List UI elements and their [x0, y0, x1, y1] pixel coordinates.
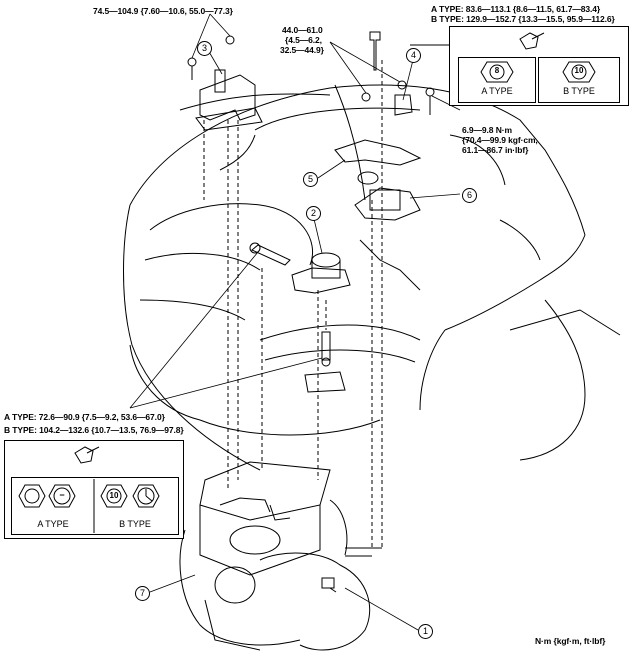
mount-2-insulator [249, 242, 351, 367]
bolt-b-label: B TYPE [563, 86, 595, 96]
mount-4-bracket [361, 31, 435, 116]
bolt-lower-a-mark: − [59, 490, 65, 500]
torque-spec-mount-3: 74.5—104.9 {7.60—10.6, 55.0—77.3} [93, 6, 233, 16]
bolt-type-a-cell: 8 A TYPE [458, 57, 536, 103]
bolt-type-box-lower: − 10 A TYPE B TYPE [4, 440, 184, 539]
torque-spec-mount-4-line3: 32.5—44.9} [280, 45, 324, 55]
torque-spec-lower-b-type: B TYPE: 104.2—132.6 {10.7—13.5, 76.9—97.… [4, 425, 184, 435]
bolt-type-box-top: 8 A TYPE 10 B TYPE [449, 26, 629, 106]
bolt-type-lower-frame [11, 477, 179, 535]
bolt-a-mark: 8 [494, 66, 500, 75]
engine-transaxle-assembly [179, 461, 371, 651]
bolt-heads-lower-icons [18, 484, 160, 508]
bolt-type-b-cell: 10 B TYPE [538, 57, 620, 103]
mount-5-bracket [334, 139, 422, 185]
alignment-dashed-lines [203, 60, 383, 550]
callout-4: 4 [406, 48, 421, 63]
mount-6-bracket [354, 187, 421, 221]
vehicle-body-outline [123, 84, 621, 471]
bolt-a-label: A TYPE [481, 86, 513, 96]
callout-2: 2 [306, 206, 321, 221]
callout-1: 1 [418, 624, 433, 639]
callout-leaders [129, 13, 461, 631]
torque-spec-lower-a-type: A TYPE: 72.6—90.9 {7.5—9.2, 53.6—67.0} [4, 412, 165, 422]
callout-3: 3 [197, 41, 212, 56]
bolt-head-b-icon [562, 61, 596, 83]
torque-spec-small-bolt-line3: 61.1—86.7 in·lbf} [462, 145, 529, 155]
bolt-b-mark: 10 [574, 66, 584, 75]
bolt-lower-b-label: B TYPE [119, 519, 151, 529]
callout-5: 5 [303, 172, 318, 187]
solid-leader-lines [345, 44, 450, 557]
torque-spec-small-bolt-line1: 6.9—9.8 N·m [462, 125, 512, 135]
torque-spec-mount-4-line1: 44.0—61.0 [282, 25, 323, 35]
callout-7: 7 [135, 586, 150, 601]
bolt-lower-b-mark: 10 [109, 491, 119, 500]
bolt-icon [74, 446, 100, 533]
torque-spec-small-bolt-line2: {70.4—99.9 kgf·cm, [462, 135, 538, 145]
torque-spec-mount-4-line2: {4.5—6.2, [285, 35, 322, 45]
bolt-lower-a-label: A TYPE [37, 519, 69, 529]
callout-6: 6 [462, 188, 477, 203]
torque-spec-top-a-type: A TYPE: 83.6—113.1 {8.6—11.5, 61.7—83.4} [431, 4, 601, 14]
units-note: N·m {kgf·m, ft·lbf} [535, 636, 606, 646]
bolt-head-a-icon [480, 61, 514, 83]
bolt-icon [519, 32, 545, 50]
torque-spec-top-b-type: B TYPE: 129.9—152.7 {13.3—15.5, 95.9—112… [431, 14, 615, 24]
